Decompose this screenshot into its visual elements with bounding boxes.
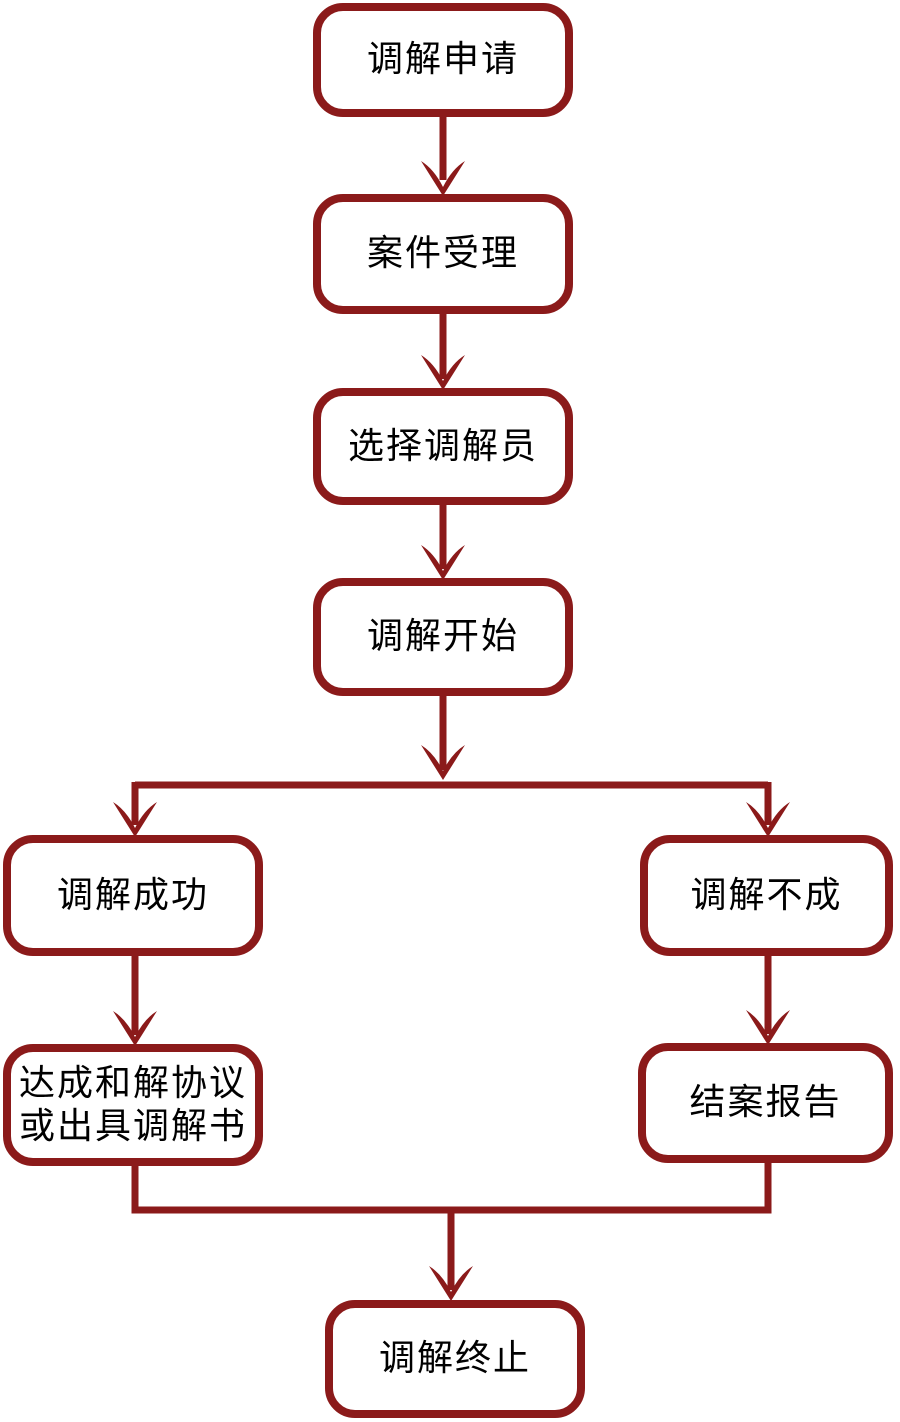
arrow-down-icon	[746, 1010, 790, 1045]
node-label: 调解开始	[366, 616, 519, 657]
node-label: 选择调解员	[347, 425, 538, 466]
arrow-down-icon	[113, 802, 157, 837]
arrow-down-icon	[421, 545, 465, 580]
flow-node-select-mediator: 选择调解员	[313, 388, 573, 505]
node-label-line2: 或出具调解书	[18, 1106, 247, 1146]
arrow-down-icon	[421, 161, 465, 196]
flow-node-mediation-start: 调解开始	[313, 578, 573, 696]
flow-node-mediation-application: 调解申请	[313, 3, 573, 117]
node-label: 结案报告	[689, 1082, 842, 1123]
node-label-line1: 达成和解协议	[18, 1062, 247, 1103]
flow-node-settlement-agreement: 达成和解协议 或出具调解书	[3, 1044, 263, 1166]
arrow-down-icon	[421, 745, 465, 780]
flow-node-mediation-end: 调解终止	[325, 1300, 585, 1418]
node-label: 调解终止	[378, 1338, 531, 1379]
flow-node-closure-report: 结案报告	[638, 1043, 893, 1163]
node-label: 调解成功	[56, 874, 209, 915]
flow-node-mediation-fail: 调解不成	[640, 835, 893, 956]
node-label: 调解不成	[690, 874, 843, 915]
node-label: 案件受理	[366, 233, 519, 274]
node-label: 调解申请	[366, 39, 519, 80]
flow-node-mediation-success: 调解成功	[3, 835, 263, 956]
arrow-down-icon	[113, 1011, 157, 1046]
arrow-down-icon	[421, 355, 465, 390]
flow-node-case-acceptance: 案件受理	[313, 194, 573, 314]
arrow-down-icon	[429, 1266, 473, 1301]
arrow-down-icon	[746, 802, 790, 837]
